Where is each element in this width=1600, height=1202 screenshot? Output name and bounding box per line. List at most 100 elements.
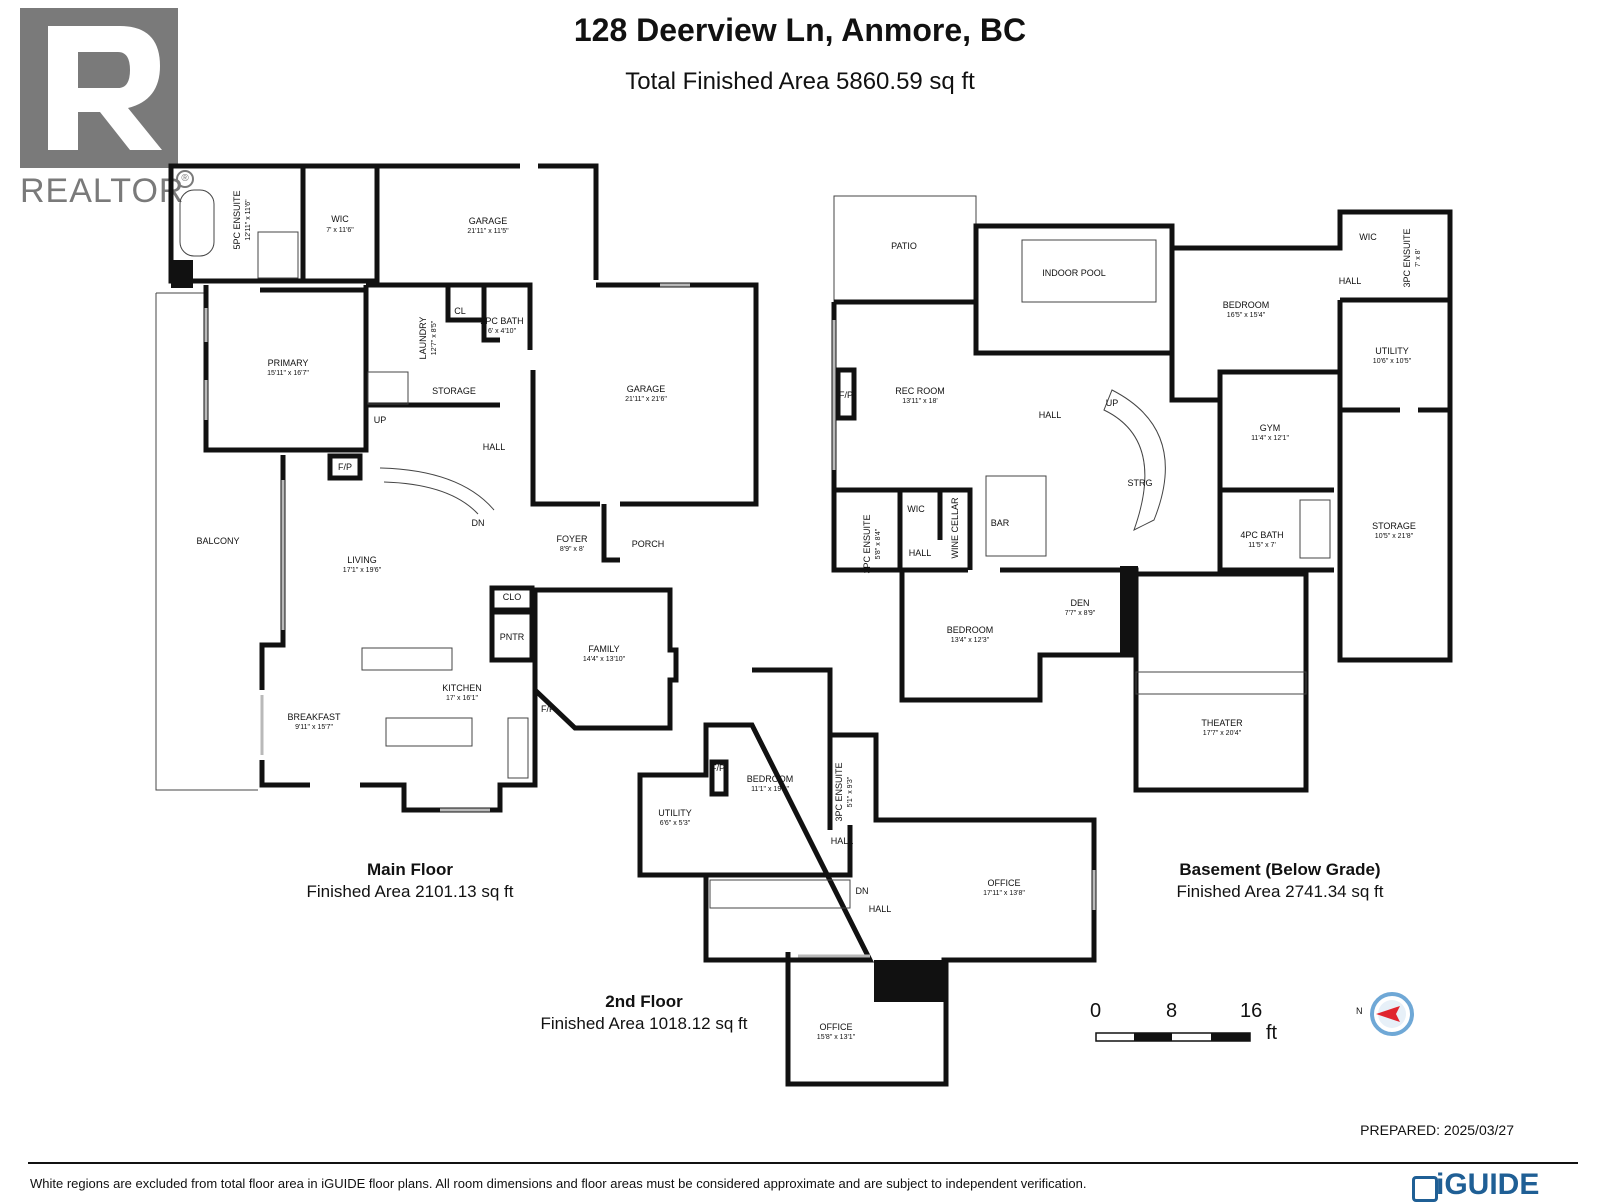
garage-main-dim: 21'11" x 21'6"	[625, 396, 667, 403]
hall-2nd-label: HALL	[869, 904, 892, 914]
main-hall-label: HALL	[483, 442, 506, 452]
ensuite-3pc-left-dim: 5'8" x 8'4"	[875, 528, 882, 559]
closet-label: CL	[454, 306, 466, 316]
scale-tick-16: 16	[1240, 1000, 1263, 1022]
basement-curved-stair-icon	[1103, 389, 1166, 532]
kitchen-dim: 17' x 16'1"	[446, 695, 479, 702]
utility-bsmt-dim: 10'6" x 10'5"	[1373, 358, 1412, 365]
bsmt-bedroom-left-label: BEDROOM	[947, 625, 994, 635]
rec-fp-label: F/P	[839, 390, 853, 400]
page-title: 128 Deerview Ln, Anmore, BC	[573, 12, 1027, 48]
office-lower-label: OFFICE	[820, 1022, 853, 1032]
indoor-pool	[1021, 239, 1157, 303]
dn-2nd-label: DN	[856, 886, 869, 896]
bathtub-icon	[179, 189, 215, 257]
basement-name: Basement (Below Grade)	[1179, 860, 1381, 879]
primary-dim: 15'11" x 16'7"	[267, 370, 309, 377]
garage-top-label: GARAGE	[469, 216, 508, 226]
bsmt-bedroom-right-dim: 16'5" x 15'4"	[1227, 312, 1266, 319]
cooktop-icon	[507, 717, 529, 779]
breakfast-dim: 9'11" x 15'7"	[295, 724, 333, 731]
scale-tick-0: 0	[1090, 1000, 1102, 1022]
rec-room-dim: 13'11" x 18'	[902, 398, 937, 405]
main-storage-label: STORAGE	[432, 386, 476, 396]
bath4-walls	[1217, 490, 1334, 573]
kitchen-island	[385, 717, 473, 747]
room-labels: 5PC ENSUITE 12'11" x 11'6" WIC 7' x 11'6…	[196, 190, 1422, 1041]
porch-label: PORCH	[632, 539, 665, 549]
bsmt-hall-label: HALL	[1039, 410, 1062, 420]
wall-block	[171, 260, 193, 288]
main-floor-name: Main Floor	[367, 860, 453, 879]
ensuite-5pc-dim: 12'11" x 11'6"	[245, 199, 252, 241]
bsmt-wic-left-label: WIC	[907, 504, 925, 514]
theater-riser	[1135, 671, 1307, 695]
garage-main-walls	[530, 282, 759, 507]
main-floor-area: Finished Area 2101.13 sq ft	[306, 882, 514, 901]
disclaimer-text: White regions are excluded from total fl…	[30, 1176, 1087, 1191]
rec-room-label: REC ROOM	[895, 386, 945, 396]
bsmt-bedroom-left-dim: 13'4" x 12'3"	[951, 637, 990, 644]
second-floor-plan	[637, 667, 1097, 1087]
footer-divider	[28, 1162, 1578, 1164]
bsmt-bedroom-right-label: BEDROOM	[1223, 300, 1270, 310]
ensuite-3pc-left-label: 3PC ENSUITE	[862, 514, 872, 573]
breakfast-label: BREAKFAST	[287, 712, 341, 722]
wic-label: WIC	[331, 214, 349, 224]
scale-tick-8: 8	[1166, 1000, 1178, 1022]
theater-walls	[1133, 571, 1309, 793]
bsmt-up-label: UP	[1106, 398, 1119, 408]
shower-icon	[257, 231, 299, 279]
main-fp-label: F/P	[338, 462, 352, 472]
gym-dim: 11'4" x 12'1"	[1251, 435, 1289, 442]
bath-2pc-label: 2PC BATH	[480, 316, 523, 326]
garage-main-label: GARAGE	[627, 384, 666, 394]
family-dim: 14'4" x 13'10"	[583, 656, 626, 663]
living-walls	[259, 455, 679, 813]
indoor-pool-label: INDOOR POOL	[1042, 268, 1106, 278]
ensuite-left-walls	[834, 487, 973, 570]
gym-label: GYM	[1260, 423, 1281, 433]
bsmt-wic-right-label: WIC	[1359, 232, 1377, 242]
bath4-tub-icon	[1299, 499, 1331, 559]
laundry-walls	[363, 282, 533, 450]
prepared-date: PREPARED: 2025/03/27	[1360, 1122, 1514, 1138]
office-2nd-label: OFFICE	[988, 878, 1021, 888]
patio-label: PATIO	[891, 241, 917, 251]
fp-2nd-label: F/P	[711, 763, 725, 773]
second-floor-area: Finished Area 1018.12 sq ft	[540, 1014, 748, 1033]
north-arrow-icon	[1370, 992, 1414, 1036]
office-lower-dim: 15'8" x 13'1"	[817, 1034, 856, 1041]
main-dn-label: DN	[472, 518, 485, 528]
family-fp-label: F/P	[541, 704, 555, 714]
primary-label: PRIMARY	[268, 358, 309, 368]
kitchen-label: KITCHEN	[442, 683, 482, 693]
bedroom-2nd-dim: 11'1" x 19'4"	[751, 786, 789, 793]
ensuite-3pc-2nd-dim: 5'1" x 9'3"	[847, 776, 854, 807]
theater-label: THEATER	[1201, 718, 1243, 728]
bar-label: BAR	[991, 518, 1010, 528]
pntr-label: PNTR	[500, 632, 525, 642]
clo-label: CLO	[503, 592, 522, 602]
utility-2nd-dim: 6'6" x 5'3"	[660, 820, 691, 827]
balcony-label: BALCONY	[196, 536, 239, 546]
stairs-icon	[709, 879, 851, 909]
bsmt-hall-right-label: HALL	[1339, 276, 1362, 286]
ensuite-5pc-label: 5PC ENSUITE	[232, 190, 242, 249]
living-label: LIVING	[347, 555, 377, 565]
curved-stair-icon	[379, 467, 495, 511]
iguide-logo-icon	[1412, 1176, 1438, 1202]
main-floor-plan	[155, 163, 759, 813]
utility-2nd-label: UTILITY	[658, 808, 692, 818]
bath-2pc-dim: 6' x 4'10"	[488, 328, 517, 335]
kitchen-counter	[361, 647, 453, 671]
realtor-r-icon	[48, 26, 162, 150]
ensuite-3pc-right-dim: 7' x 8'	[1415, 249, 1422, 267]
gym-walls	[1217, 372, 1450, 493]
utility-bsmt-label: UTILITY	[1375, 346, 1409, 356]
den-dim: 7'7" x 8'9"	[1065, 610, 1096, 617]
storage-bsmt-label: STORAGE	[1372, 521, 1416, 531]
foyer-label: FOYER	[556, 534, 588, 544]
basement-area: Finished Area 2741.34 sq ft	[1176, 882, 1384, 901]
